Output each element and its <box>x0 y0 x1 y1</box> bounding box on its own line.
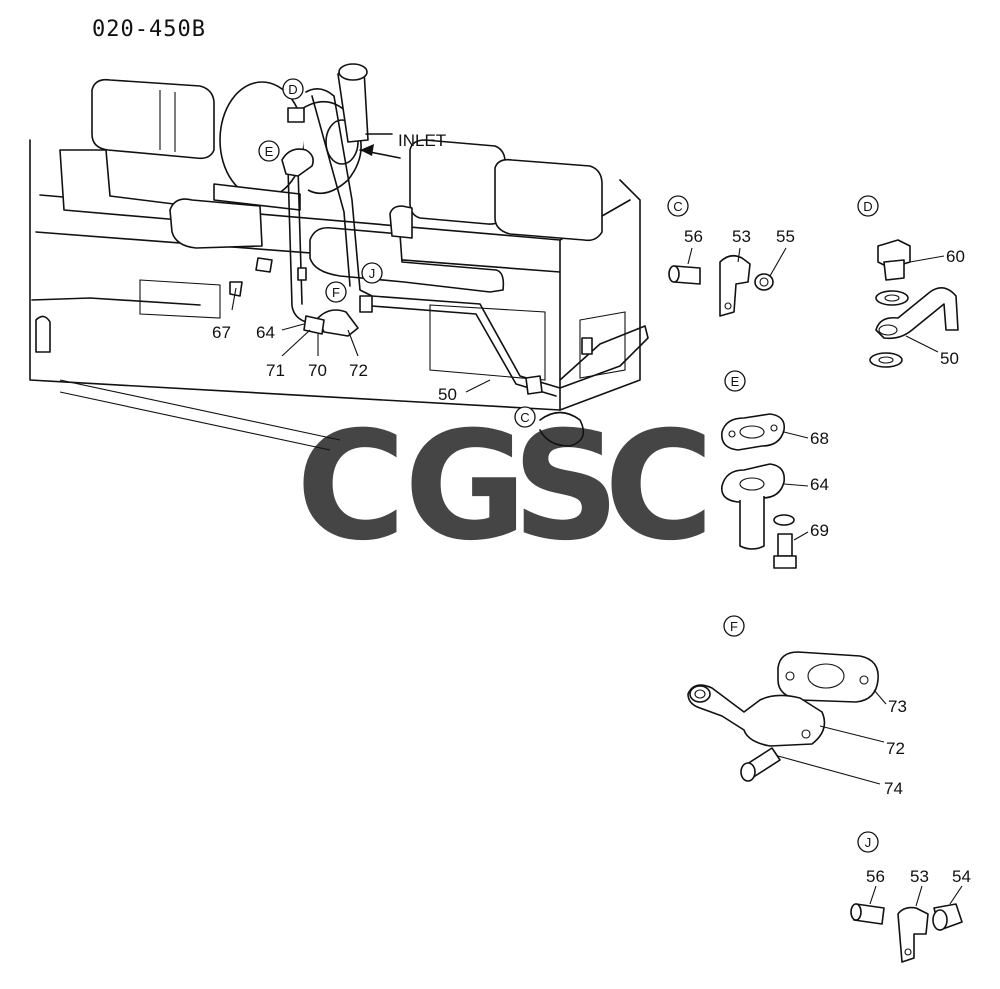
watermark-letter-4: C <box>604 400 714 574</box>
bolt-69 <box>777 533 793 557</box>
watermark: C G S C <box>296 400 714 574</box>
clamp-53 <box>719 254 751 317</box>
label-54: 54 <box>952 867 971 886</box>
label-64-e: 64 <box>810 475 829 494</box>
callout-72: 72 <box>349 361 368 380</box>
oil-return-pipe-50 <box>305 88 649 389</box>
oil-pipe-64 <box>287 167 307 323</box>
marker-e <box>258 140 280 162</box>
label-60: 60 <box>946 247 965 266</box>
marker-j <box>361 262 383 284</box>
label-53: 53 <box>732 227 751 246</box>
callout-50: 50 <box>438 385 457 404</box>
flange-pipe-64 <box>721 463 786 503</box>
collar-55 <box>754 273 774 291</box>
watermark-letter-3: S <box>512 400 620 574</box>
marker-c-text: C <box>520 410 529 425</box>
detail-d-marker <box>857 195 879 217</box>
detail-c: C 56 53 55 <box>667 195 795 317</box>
valve-cover-left <box>91 78 215 160</box>
label-68: 68 <box>810 429 829 448</box>
marker-f-text: F <box>332 285 340 300</box>
label-72-f: 72 <box>886 739 905 758</box>
detail-e-marker <box>724 370 746 392</box>
elbow-fitting-72 <box>687 684 826 747</box>
marker-e-text: E <box>265 144 274 159</box>
marker-j-text: J <box>369 266 376 281</box>
svg-text:C: C <box>673 199 682 214</box>
watermark-letter-2: G <box>404 400 527 574</box>
label-74: 74 <box>884 779 903 798</box>
washer-upper <box>875 290 909 306</box>
engine-block-outline <box>29 139 641 411</box>
label-56: 56 <box>684 227 703 246</box>
svg-text:D: D <box>863 199 872 214</box>
banjo-pipe-50 <box>875 287 959 340</box>
detail-j: J 56 53 54 <box>850 831 971 963</box>
callout-67: 67 <box>212 323 231 342</box>
svg-text:E: E <box>731 374 740 389</box>
detail-c-marker <box>667 195 689 217</box>
clamp-53-j <box>897 906 929 963</box>
valve-cover-right <box>494 158 603 242</box>
marker-d-text: D <box>288 82 297 97</box>
gasket-73 <box>777 651 879 703</box>
engine-assembly: INLET <box>29 63 649 451</box>
marker-f <box>325 281 347 303</box>
gasket-68 <box>721 413 786 451</box>
svg-text:J: J <box>865 835 872 850</box>
detail-f-marker <box>723 615 745 637</box>
label-55: 55 <box>776 227 795 246</box>
detail-d: D 60 50 <box>857 195 965 368</box>
label-56-j: 56 <box>866 867 885 886</box>
label-50-d: 50 <box>940 349 959 368</box>
label-73: 73 <box>888 697 907 716</box>
label-69: 69 <box>810 521 829 540</box>
detail-f: F 73 72 74 <box>687 615 907 798</box>
detail-j-marker <box>857 831 879 853</box>
watermark-letter-1: C <box>296 400 406 574</box>
inlet-label: INLET <box>398 131 446 150</box>
washer-lower <box>869 352 903 368</box>
label-53-j: 53 <box>910 867 929 886</box>
callout-64: 64 <box>256 323 275 342</box>
marker-d <box>282 78 304 100</box>
callout-70: 70 <box>308 361 327 380</box>
svg-text:F: F <box>730 619 738 634</box>
marker-c <box>514 406 536 428</box>
lock-washer-69 <box>773 514 795 526</box>
valve-cover-mid <box>409 139 506 225</box>
detail-e: E 68 64 69 <box>721 370 829 569</box>
diagram-id: 020-450B <box>92 17 206 42</box>
callout-71: 71 <box>266 361 285 380</box>
